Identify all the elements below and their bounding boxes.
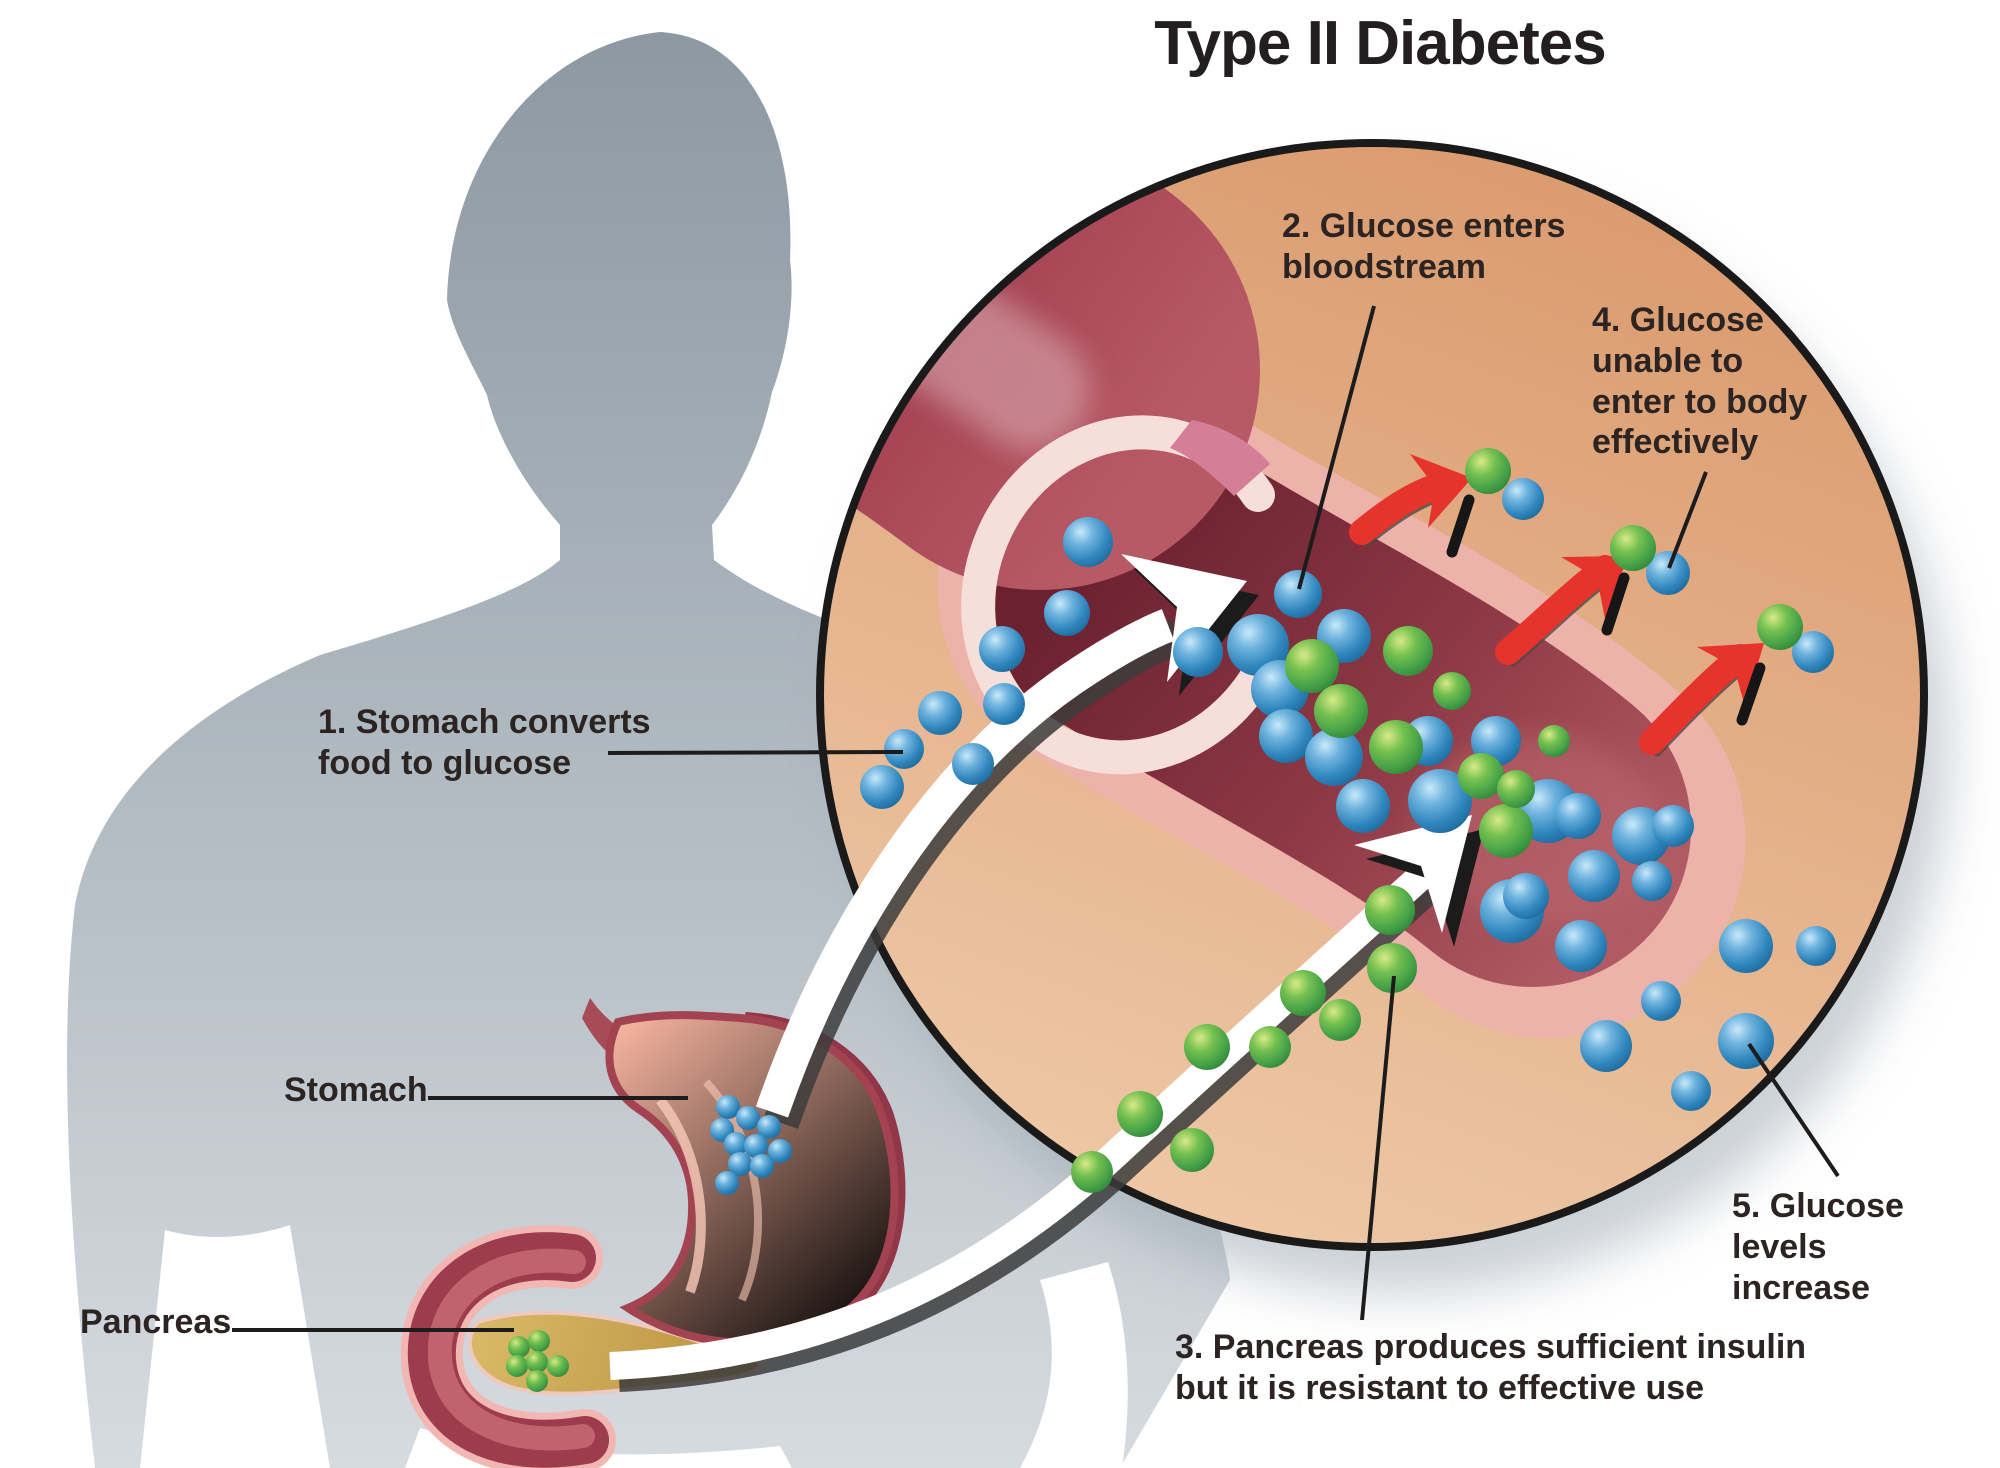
glucose-molecule <box>715 1171 739 1195</box>
glucose-molecule <box>744 1134 768 1158</box>
glucose-molecule <box>918 691 962 735</box>
glucose-molecule <box>1305 728 1363 786</box>
glucose-molecule <box>757 1115 781 1139</box>
duodenum-inner <box>427 1248 595 1451</box>
label-step3: 3. Pancreas produces sufficient insulin … <box>1175 1328 1807 1407</box>
stomach-fold <box>656 1096 706 1294</box>
insulin-molecule <box>1314 684 1368 738</box>
insulin-molecule <box>1319 999 1361 1041</box>
glucose-molecule <box>1792 631 1834 673</box>
arm-gap-left <box>140 1225 330 1468</box>
red-arrow-block-bar <box>1446 494 1475 558</box>
glucose-molecule <box>1632 861 1672 901</box>
insulin-molecule <box>547 1355 569 1377</box>
glucose-molecule <box>1671 1071 1711 1111</box>
red-arrow-block-bar <box>1736 662 1766 726</box>
insulin-molecule <box>1117 1091 1163 1137</box>
glucose-molecule <box>728 1152 752 1176</box>
arm-gap-right <box>1020 1262 1128 1468</box>
glucose-molecule <box>983 683 1025 725</box>
leader-step5 <box>1747 1042 1840 1178</box>
glucose-molecule <box>1503 873 1549 919</box>
insulin-molecule <box>1369 720 1423 774</box>
insulin-molecule <box>526 1370 548 1392</box>
glucose-molecule <box>884 729 924 769</box>
label-stomach: Stomach <box>284 1071 428 1109</box>
insulin-molecule <box>1610 525 1656 571</box>
insulin-molecule <box>1280 970 1326 1016</box>
glucose-molecule <box>1259 709 1313 763</box>
inset-circle-border <box>816 139 1928 1251</box>
glucose-molecule <box>1568 850 1620 902</box>
leader-step1 <box>607 750 904 755</box>
label-step4: 4. Glucose unable to enter to body effec… <box>1592 301 1808 462</box>
insulin-molecule <box>1184 1024 1230 1070</box>
insulin-molecules <box>506 448 1803 1392</box>
insulin-molecule <box>1433 672 1471 710</box>
label-step2: 2. Glucose enters bloodstream <box>1282 207 1566 286</box>
red-arrow-block-bar <box>1601 572 1630 636</box>
insulin-molecule <box>1465 448 1511 494</box>
glucose-molecule <box>1555 793 1601 839</box>
glucose-molecule <box>1336 779 1390 833</box>
insulin-molecule <box>526 1351 548 1373</box>
label-pancreas: Pancreas <box>80 1303 232 1341</box>
insulin-molecule <box>1479 804 1533 858</box>
glucose-molecule <box>736 1106 760 1130</box>
glucose-molecule <box>1227 614 1289 676</box>
glucose-molecule <box>1718 1013 1774 1069</box>
insulin-molecule <box>1170 1128 1214 1172</box>
insulin-molecule <box>1458 753 1504 799</box>
insulin-molecule <box>1365 885 1415 935</box>
blocked-arrows <box>1349 454 1766 757</box>
glucose-molecule <box>1652 805 1694 847</box>
insulin-molecule <box>1538 725 1570 757</box>
insulin-molecule <box>1757 604 1803 650</box>
insulin-molecule <box>1367 943 1417 993</box>
insulin-molecule <box>508 1336 530 1358</box>
glucose-molecule <box>768 1139 792 1163</box>
glucose-molecule <box>750 1154 774 1178</box>
leader-lines <box>232 305 1840 1332</box>
insulin-molecule <box>1285 639 1339 693</box>
label-step1: 1. Stomach converts food to glucose <box>318 703 651 782</box>
diagram-title: Type II Diabetes <box>1154 9 1606 78</box>
glucose-molecule <box>1646 551 1690 595</box>
glucose-molecule <box>1580 1020 1632 1072</box>
leader-step2 <box>1297 305 1376 590</box>
vessel-cross-section <box>1170 420 1270 496</box>
glucose-molecule <box>1719 919 1773 973</box>
glucose-molecule <box>1274 570 1322 618</box>
glucose-molecule <box>1641 981 1681 1021</box>
human-silhouette <box>67 32 1230 1468</box>
leader-step4 <box>1667 471 1708 569</box>
insulin-molecule <box>1249 1026 1291 1068</box>
glucose-molecule <box>860 765 904 809</box>
glucose-molecule <box>952 743 994 785</box>
glucose-molecule <box>1796 926 1836 966</box>
stomach-flow-arrowhead <box>1121 554 1247 682</box>
glucose-molecule <box>1555 920 1607 972</box>
vessel-cut-rim <box>961 415 1279 775</box>
glucose-molecule <box>979 626 1025 672</box>
leader-step3 <box>1360 975 1396 1321</box>
glucose-molecules <box>710 478 1836 1195</box>
glucose-molecule <box>1044 590 1090 636</box>
pancreas-flow-arrowhead <box>1354 815 1472 933</box>
insulin-molecule <box>528 1330 550 1352</box>
red-arrow-head <box>1410 454 1472 528</box>
insulin-molecule <box>506 1355 528 1377</box>
glucose-molecule <box>716 1095 740 1119</box>
glucose-molecule <box>1173 627 1223 677</box>
glucose-molecule <box>1502 478 1544 520</box>
red-arrow-head <box>1561 556 1628 619</box>
insulin-molecule <box>1071 1151 1113 1193</box>
insulin-molecule <box>1383 626 1433 676</box>
glucose-molecule <box>1408 769 1472 833</box>
insulin-molecule <box>1497 770 1535 808</box>
label-step5: 5. Glucose levels increase <box>1732 1187 1904 1307</box>
glucose-molecule <box>724 1132 748 1156</box>
glucose-molecule <box>1063 517 1113 567</box>
